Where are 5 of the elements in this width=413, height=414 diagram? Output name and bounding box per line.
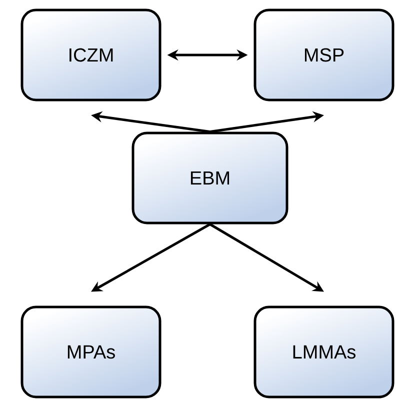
process-box: LMMAs [254,306,394,398]
process-box: MPAs [20,306,162,398]
process-box: ICZM [20,8,162,102]
process-box: EBM [132,132,288,224]
process-box: MSP [254,8,394,102]
